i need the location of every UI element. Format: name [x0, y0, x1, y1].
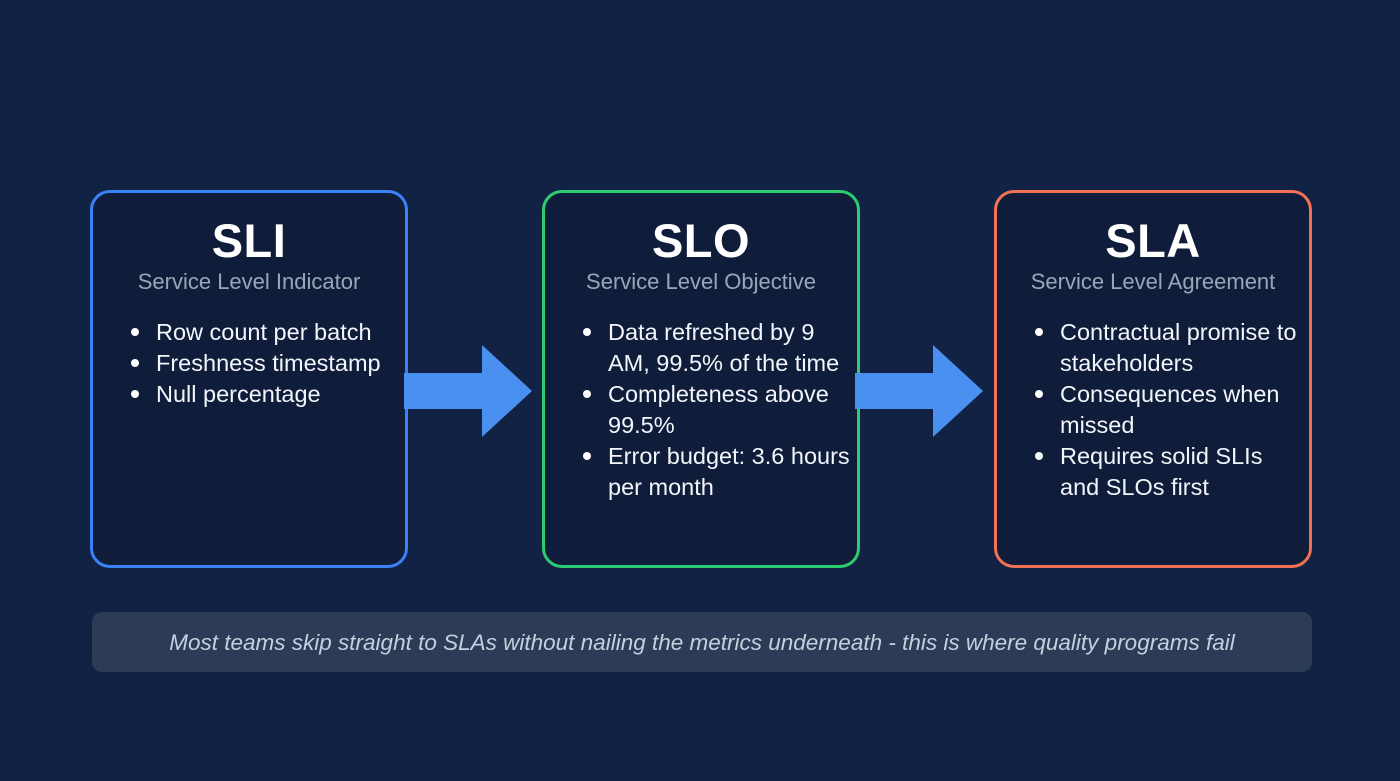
bullet-dot-icon: [1035, 328, 1043, 337]
arrow-right-icon: [404, 345, 532, 437]
card-sla[interactable]: SLA Service Level Agreement Contractual …: [994, 190, 1312, 568]
list-item: Consequences when missed: [1030, 379, 1306, 441]
card-slo-subtitle: Service Level Objective: [586, 268, 816, 294]
list-item-label: Freshness timestamp: [156, 350, 381, 377]
card-slo[interactable]: SLO Service Level Objective Data refresh…: [542, 190, 860, 568]
bullet-dot-icon: [583, 452, 591, 461]
arrow-sli-to-slo: [404, 345, 532, 437]
list-item-label: Row count per batch: [156, 319, 372, 346]
list-item: Completeness above 99.5%: [578, 379, 854, 441]
card-sla-subtitle: Service Level Agreement: [1030, 268, 1276, 294]
list-item: Null percentage: [126, 379, 402, 410]
arrow-right-icon: [855, 345, 983, 437]
list-item: Freshness timestamp: [126, 348, 402, 379]
list-item: Row count per batch: [126, 317, 402, 348]
list-item: Data refreshed by 9 AM, 99.5% of the tim…: [578, 317, 854, 379]
bullet-dot-icon: [583, 328, 591, 337]
footer-caption: Most teams skip straight to SLAs without…: [169, 629, 1235, 655]
list-item: Error budget: 3.6 hours per month: [578, 441, 854, 503]
list-item-label: Consequences when missed: [1060, 381, 1280, 439]
list-item-label: Requires solid SLIs and SLOs first: [1060, 443, 1263, 501]
card-slo-bullet-list: Data refreshed by 9 AM, 99.5% of the tim…: [563, 317, 854, 503]
bullet-dot-icon: [131, 328, 139, 337]
card-slo-title: SLO: [651, 214, 751, 267]
bullet-dot-icon: [1035, 452, 1043, 461]
arrow-slo-to-sla: [855, 345, 983, 437]
list-item: Contractual promise to stakeholders: [1030, 317, 1306, 379]
list-item-label: Completeness above 99.5%: [608, 381, 829, 439]
card-sla-title: SLA: [1105, 214, 1201, 267]
list-item-label: Error budget: 3.6 hours per month: [608, 443, 850, 501]
bullet-dot-icon: [131, 390, 139, 399]
card-sla-bullet-list: Contractual promise to stakeholders Cons…: [1015, 317, 1306, 503]
bullet-dot-icon: [131, 359, 139, 368]
list-item-label: Data refreshed by 9 AM, 99.5% of the tim…: [608, 319, 840, 377]
footer-banner: Most teams skip straight to SLAs without…: [92, 612, 1312, 672]
list-item-label: Null percentage: [156, 381, 321, 408]
list-item-label: Contractual promise to stakeholders: [1060, 319, 1297, 377]
bullet-dot-icon: [1035, 390, 1043, 399]
cards-row: SLI Service Level Indicator Row count pe…: [90, 190, 1312, 568]
card-sli-subtitle: Service Level Indicator: [137, 268, 361, 294]
card-sli-bullet-list: Row count per batch Freshness timestamp …: [111, 317, 402, 410]
card-sli-title: SLI: [211, 214, 287, 267]
card-sli[interactable]: SLI Service Level Indicator Row count pe…: [90, 190, 408, 568]
list-item: Requires solid SLIs and SLOs first: [1030, 441, 1306, 503]
bullet-dot-icon: [583, 390, 591, 399]
